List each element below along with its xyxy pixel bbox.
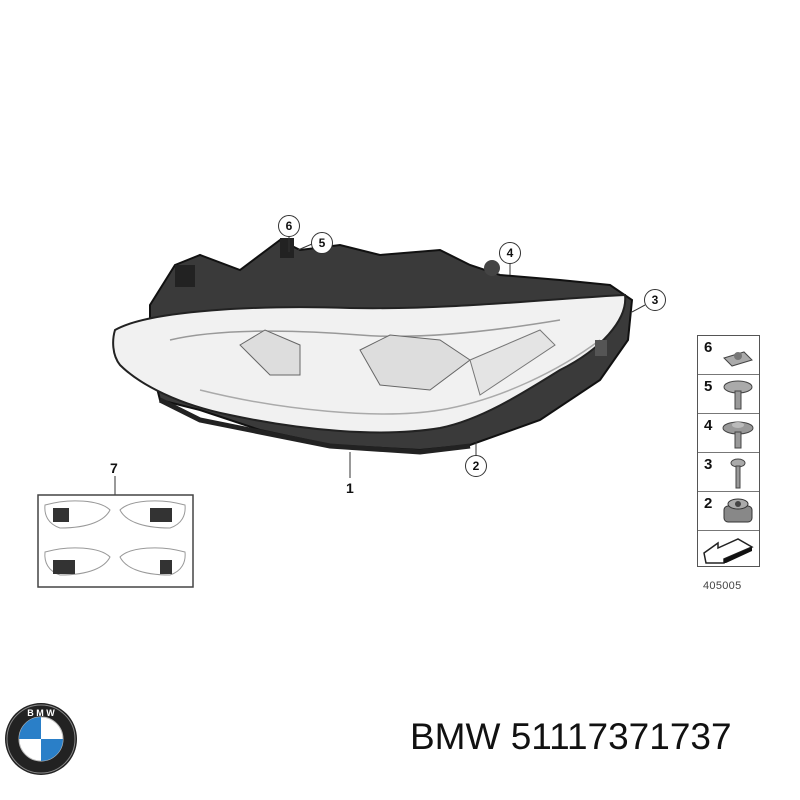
callout-3: 3 xyxy=(644,289,666,311)
row-number: 2 xyxy=(704,495,713,512)
callout-4: 4 xyxy=(499,242,521,264)
label-headlight: 1 xyxy=(346,480,354,496)
svg-text:B M W: B M W xyxy=(27,708,55,718)
arrow-left-icon xyxy=(703,538,754,564)
bmw-logo: B M W xyxy=(5,703,77,775)
callout-6: 6 xyxy=(278,215,300,237)
row-number: 6 xyxy=(704,339,713,356)
label-stickers: 7 xyxy=(110,460,118,476)
panel-row-arrow xyxy=(698,531,759,569)
panel-row-2: 2 xyxy=(698,492,759,531)
panel-row-5: 5 xyxy=(698,375,759,414)
screw-icon xyxy=(730,458,746,489)
panel-row-6: 6 xyxy=(698,336,759,375)
row-number: 4 xyxy=(704,417,713,434)
screw-washer-icon xyxy=(722,421,754,449)
callout-5: 5 xyxy=(311,232,333,254)
diagram-code: 405005 xyxy=(703,580,742,592)
part-number-text: BMW 51117371737 xyxy=(410,716,732,757)
nut-adjuster-icon xyxy=(723,498,753,523)
callout-2: 2 xyxy=(465,455,487,477)
sticker-set xyxy=(37,494,194,588)
panel-row-3: 3 xyxy=(698,453,759,492)
screw-large-head-icon xyxy=(723,380,753,410)
clip-nut-icon xyxy=(723,351,753,367)
panel-row-4: 4 xyxy=(698,414,759,453)
row-number: 5 xyxy=(704,378,713,395)
parts-panel: 6 5 4 3 2 xyxy=(697,335,760,567)
row-number: 3 xyxy=(704,456,713,473)
